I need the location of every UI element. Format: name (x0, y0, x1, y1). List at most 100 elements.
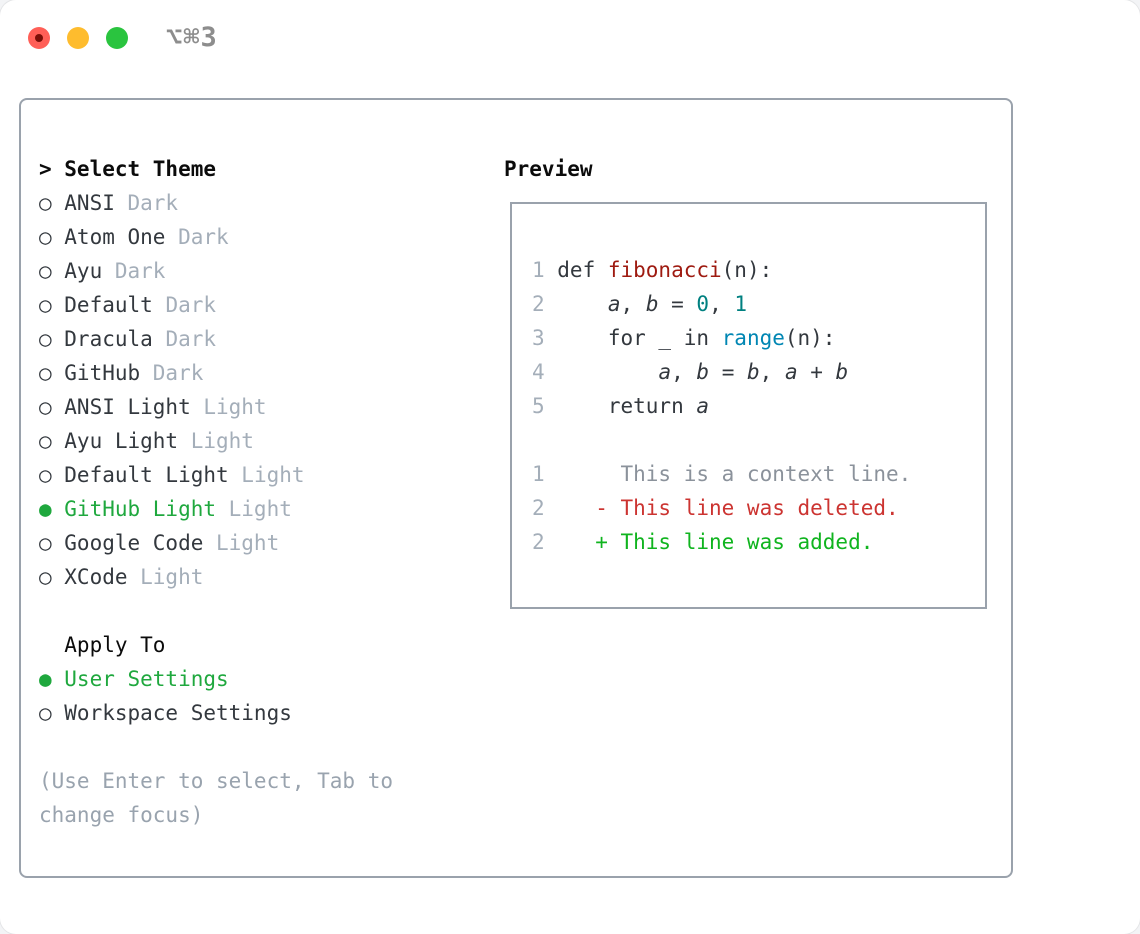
radio-icon: ○ (39, 531, 52, 555)
theme-variant-label: Light (190, 395, 267, 419)
code-segment: for _ in (557, 326, 722, 350)
theme-option[interactable]: ○ XCode Light (39, 560, 418, 594)
radio-icon: ○ (39, 327, 52, 351)
minimize-button[interactable] (67, 27, 89, 49)
spacer (39, 594, 418, 628)
theme-option[interactable]: ○Dracula Dark (39, 322, 418, 356)
preview-header: Preview (504, 152, 593, 186)
radio-icon: ○ (39, 463, 52, 487)
theme-name: XCode (64, 565, 128, 589)
code-segment: This is a context line. (557, 462, 912, 486)
select-theme-title: Select Theme (64, 157, 216, 181)
code-segment (557, 292, 608, 316)
code-segment: b (645, 292, 659, 316)
theme-option[interactable]: ● GitHub Light Light (39, 492, 418, 526)
window-title: ⌥⌘3 (166, 22, 218, 53)
apply-to-option[interactable]: ● User Settings (39, 662, 418, 696)
code-segment: = (658, 292, 697, 316)
code-segment (557, 360, 658, 384)
code-segment: 1 (734, 292, 748, 316)
apply-to-title: Apply To (64, 633, 166, 657)
spacer (39, 730, 418, 764)
theme-option[interactable]: ○Default Light Light (39, 458, 418, 492)
code-segment: a (696, 394, 710, 418)
code-segment: (n): (784, 326, 836, 350)
apply-to-name: User Settings (64, 667, 229, 691)
code-line: 2 a, b = 0, 1 (532, 287, 911, 321)
line-number: 2 (532, 496, 545, 520)
line-number: 2 (532, 530, 545, 554)
close-button[interactable] (28, 27, 50, 49)
radio-icon: ○ (39, 225, 52, 249)
code-segment: , (671, 360, 697, 384)
theme-option[interactable]: ○Ayu Dark (39, 254, 418, 288)
theme-option[interactable]: ○Default Dark (39, 288, 418, 322)
code-segment: def (557, 258, 608, 282)
theme-list: ○ANSI Dark○Atom One Dark○Ayu Dark○Defaul… (39, 186, 418, 594)
theme-option[interactable]: ○ ANSI Dark (39, 186, 418, 220)
code-line: 2 - This line was deleted. (532, 491, 911, 525)
theme-option[interactable]: ○ Ayu Light Light (39, 424, 418, 458)
theme-variant-label: Dark (152, 293, 217, 317)
theme-variant-label: Light (203, 531, 280, 555)
code-segment: return (557, 394, 697, 418)
hint-text: (Use Enter to select, Tab to change focu… (39, 769, 394, 827)
apply-to-list: ● User Settings ○Workspace Settings (39, 662, 418, 730)
theme-option[interactable]: ○ Atom One Dark (39, 220, 418, 254)
theme-option[interactable]: ○GitHub Dark (39, 356, 418, 390)
zoom-button[interactable] (106, 27, 128, 49)
theme-variant-label: Dark (152, 327, 217, 351)
theme-variant-label: Light (216, 497, 292, 521)
code-line: 5 return a (532, 389, 911, 423)
line-number: 2 (532, 292, 545, 316)
line-number: 5 (532, 394, 545, 418)
code-segment (557, 428, 570, 452)
code-segment: 0 (696, 292, 710, 316)
theme-name: Default (64, 293, 153, 317)
code-segment: + This line was added. (557, 530, 874, 554)
radio-icon: ○ (39, 429, 52, 453)
code-segment: fibonacci (607, 258, 722, 282)
code-line: 2 + This line was added. (532, 525, 911, 559)
main-panel: >Select Theme ○ANSI Dark○Atom One Dark○A… (19, 98, 1013, 878)
theme-option[interactable]: ○ANSI Light Light (39, 390, 418, 424)
code-segment: b (835, 360, 849, 384)
radio-selected-icon: ● (39, 497, 52, 521)
code-line: 3 for _ in range(n): (532, 321, 911, 355)
theme-name: GitHub (64, 361, 141, 385)
unsaved-changes-dot-icon (35, 34, 43, 42)
radio-selected-icon: ● (39, 667, 52, 691)
code-segment: , (759, 360, 785, 384)
theme-name: GitHub Light (64, 497, 216, 521)
theme-variant-label: Light (127, 565, 204, 589)
theme-variant-label: Light (178, 429, 254, 453)
code-segment: , (620, 292, 646, 316)
radio-icon: ○ (39, 191, 52, 215)
theme-variant-label: Dark (140, 361, 204, 385)
radio-icon: ○ (39, 565, 52, 589)
theme-name: Atom One (64, 225, 166, 249)
line-number: 4 (532, 360, 545, 384)
code-segment: (n): (721, 258, 773, 282)
line-number: 1 (532, 258, 545, 282)
theme-name: ANSI (64, 191, 115, 215)
theme-variant-label: Dark (102, 259, 166, 283)
theme-name: Ayu Light (64, 429, 179, 453)
radio-icon: ○ (39, 259, 52, 283)
theme-option[interactable]: ○Google Code Light (39, 526, 418, 560)
radio-icon: ○ (39, 701, 52, 725)
theme-variant-label: Dark (165, 225, 229, 249)
apply-to-header: Apply To (39, 628, 418, 662)
titlebar: ⌥⌘3 (0, 0, 1140, 98)
apply-to-option[interactable]: ○Workspace Settings (39, 696, 418, 730)
code-segment: + (797, 360, 836, 384)
line-number: 1 (532, 462, 545, 486)
code-segment: a (784, 360, 798, 384)
code-segment: range (721, 326, 785, 350)
theme-variant-label: Dark (114, 191, 179, 215)
code-line: 1 def fibonacci(n): (532, 253, 911, 287)
